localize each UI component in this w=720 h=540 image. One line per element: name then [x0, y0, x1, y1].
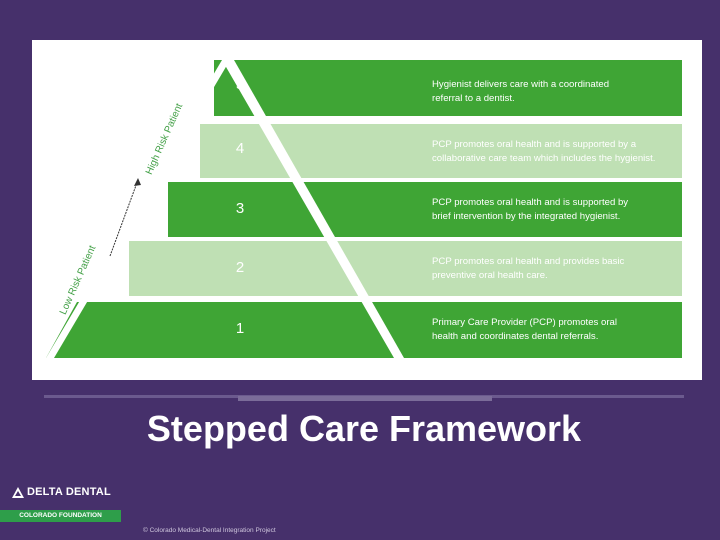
- tier-4-line2: collaborative care team which includes t…: [432, 152, 656, 164]
- tier-4: 4 PCP promotes oral health and is suppor…: [46, 124, 682, 178]
- tier-band-5: [214, 60, 682, 116]
- tier-3: 3 PCP promotes oral health and is suppor…: [46, 182, 682, 236]
- tier-4-number: 4: [235, 140, 245, 157]
- tier-band-1: [46, 302, 682, 358]
- foundation-label: COLORADO FOUNDATION: [19, 512, 102, 519]
- tier-5: 5 Hygienist delivers care with a coordin…: [46, 60, 682, 114]
- diagram-panel: 5 Hygienist delivers care with a coordin…: [32, 40, 702, 380]
- pyramid-left-mask: [32, 40, 222, 358]
- risk-arrow-line: [109, 179, 139, 257]
- tier-5-line1: Hygienist delivers care with a coordinat…: [432, 79, 610, 90]
- tier-3-number: 3: [235, 200, 245, 217]
- delta-dental-triangle-icon: [12, 487, 24, 498]
- tier-1-line2: health and coordinates dental referrals.: [432, 330, 599, 342]
- slide-title: Stepped Care Framework: [146, 408, 582, 449]
- pyramid-diagonal-stripe: [222, 60, 404, 358]
- tier-5-number: 5: [235, 76, 245, 93]
- tier-2-number: 2: [235, 259, 245, 276]
- pyramid-edge: [46, 60, 230, 358]
- tier-1-number: 1: [235, 320, 245, 337]
- tier-4-line1: PCP promotes oral health and is supporte…: [432, 139, 637, 150]
- tier-5-text: Hygienist delivers care with a coordinat…: [432, 78, 702, 105]
- delta-dental-logo-text: DELTA DENTAL: [27, 486, 111, 498]
- tier-2-line2: preventive oral health care.: [432, 269, 548, 281]
- risk-arrow-head: [134, 178, 141, 186]
- tier-3-text: PCP promotes oral health and is supporte…: [432, 196, 702, 223]
- delta-dental-brand: DELTA DENTAL: [27, 486, 111, 498]
- tier-4-text: PCP promotes oral health and is supporte…: [432, 138, 702, 165]
- tier-1-line1: Primary Care Provider (PCP) promotes ora…: [432, 317, 617, 328]
- pyramid-graphic: [32, 40, 682, 358]
- foundation-bar: [0, 510, 121, 522]
- tier-band-3: [168, 182, 682, 237]
- tier-2: 2 PCP promotes oral health and provides …: [46, 241, 682, 295]
- tier-1: 1 Primary Care Provider (PCP) promotes o…: [46, 302, 682, 356]
- tier-2-line1: PCP promotes oral health and provides ba…: [432, 256, 625, 267]
- tier-3-line2: brief intervention by the integrated hyg…: [432, 210, 621, 222]
- title-divider-accent: [238, 396, 492, 401]
- tier-5-line2: referral to a dentist.: [432, 92, 515, 104]
- tier-band-2: [129, 241, 682, 296]
- tier-3-line1: PCP promotes oral health and is supporte…: [432, 197, 629, 208]
- tier-2-text: PCP promotes oral health and provides ba…: [432, 255, 702, 282]
- copyright-text: © Colorado Medical-Dental Integration Pr…: [143, 527, 276, 534]
- tier-1-text: Primary Care Provider (PCP) promotes ora…: [432, 316, 702, 343]
